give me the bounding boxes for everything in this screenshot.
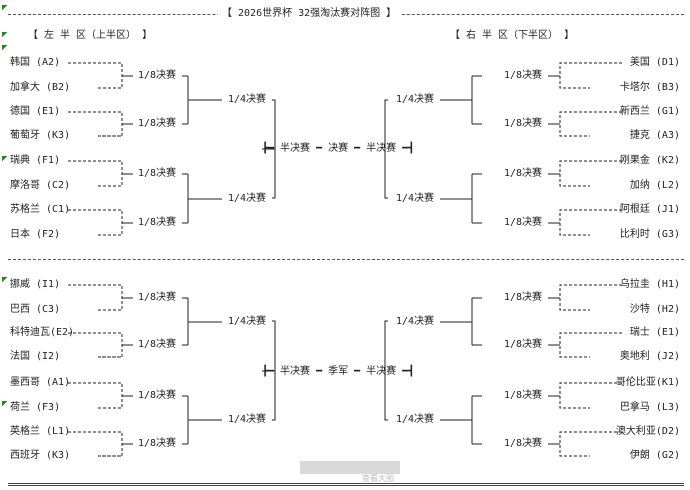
- team-name: 澳大利亚(D2): [615, 426, 680, 437]
- round-label-qf: 1/4决赛: [228, 193, 267, 204]
- team-name: 伊朗 (G2): [629, 450, 680, 461]
- team-name: 比利时 (G3): [619, 229, 680, 240]
- team-name: 乌拉圭 (H1): [619, 279, 680, 290]
- team-name: 卡塔尔 (B3): [619, 82, 680, 93]
- bracket-line: [559, 111, 622, 137]
- team-name: 西班牙 (K3): [10, 450, 71, 461]
- team-name: 奥地利 (J2): [619, 351, 680, 362]
- bracket-line: [559, 431, 622, 457]
- team-name: 加纳 (L2): [629, 180, 680, 191]
- bracket-line: [68, 111, 123, 137]
- round-label-r16: 1/8决赛: [138, 70, 177, 81]
- round-label-r16: 1/8决赛: [138, 438, 177, 449]
- bracket-line: [384, 320, 388, 421]
- team-name: 日本 (F2): [10, 229, 61, 240]
- team-name: 沙特 (H2): [629, 304, 680, 315]
- bracket-line: [559, 160, 622, 187]
- cell-marker: ◤: [2, 275, 8, 285]
- bracket-line: [559, 209, 622, 236]
- bottom-final-path: ┣━ 半决赛 ━ 季军 ━ 半决赛 ━┫: [262, 366, 415, 377]
- round-label-r16: 1/8决赛: [503, 217, 542, 228]
- round-label-qf: 1/4决赛: [395, 414, 434, 425]
- round-label-r16: 1/8决赛: [503, 438, 542, 449]
- round-label-r16: 1/8决赛: [503, 70, 542, 81]
- left-half-header: 【 左 半 区（上半区） 】: [28, 30, 153, 41]
- cell-marker: ◤: [2, 43, 8, 53]
- bracket-line: [68, 62, 123, 89]
- round-label-r16: 1/8决赛: [503, 168, 542, 179]
- team-name: 巴西 (C3): [10, 304, 61, 315]
- round-label-qf: 1/4决赛: [228, 414, 267, 425]
- page-title: 【 2026世界杯 32强淘汰赛对阵图 】: [218, 8, 401, 20]
- team-name: 法国 (I2): [10, 351, 61, 362]
- team-name: 捷克 (A3): [629, 130, 680, 141]
- team-name: 葡萄牙 (K3): [10, 130, 71, 141]
- team-name: 巴拿马 (L3): [619, 402, 680, 413]
- bracket-line: [68, 332, 123, 358]
- round-label-r16: 1/8决赛: [503, 390, 542, 401]
- right-half-header: 【 右 半 区（下半区） 】: [450, 30, 575, 41]
- bracket-line: [68, 160, 123, 187]
- team-name: 加拿大 (B2): [10, 82, 71, 93]
- round-label-r16: 1/8决赛: [503, 339, 542, 350]
- bracket-line: [68, 284, 123, 311]
- round-label-qf: 1/4决赛: [395, 94, 434, 105]
- round-label-r16: 1/8决赛: [503, 292, 542, 303]
- round-label-r16: 1/8决赛: [503, 118, 542, 129]
- bracket-line: [68, 382, 123, 409]
- round-label-r16: 1/8决赛: [138, 292, 177, 303]
- round-label-r16: 1/8决赛: [138, 168, 177, 179]
- round-label-qf: 1/4决赛: [395, 193, 434, 204]
- image-overlay: [300, 461, 400, 474]
- bracket-line: [384, 99, 388, 199]
- round-label-r16: 1/8决赛: [138, 217, 177, 228]
- team-name: 英格兰 (L1): [10, 426, 71, 437]
- team-name: 德国 (E1): [10, 106, 61, 117]
- team-name: 美国 (D1): [629, 57, 680, 68]
- team-name: 摩洛哥 (C2): [10, 180, 71, 191]
- bracket-line: [68, 431, 123, 457]
- bracket-line: [68, 209, 123, 236]
- top-final-path: ┣━ 半决赛 ━ 决赛 ━ 半决赛 ━┫: [262, 143, 415, 154]
- round-label-qf: 1/4决赛: [228, 316, 267, 327]
- team-name: 挪威 (I1): [10, 279, 61, 290]
- bracket-line: [559, 62, 622, 89]
- bracket-line: [559, 284, 622, 311]
- view-large-button[interactable]: 查看大图: [362, 474, 394, 483]
- round-label-qf: 1/4决赛: [228, 94, 267, 105]
- team-name: 瑞典 (F1): [10, 155, 61, 166]
- team-name: 哥伦比亚(K1): [615, 377, 680, 388]
- bottom-rule: [8, 483, 684, 486]
- cell-marker: ◤: [2, 3, 8, 13]
- cell-marker: ◤: [2, 30, 8, 40]
- round-label-qf: 1/4决赛: [395, 316, 434, 327]
- team-name: 刚果金 (K2): [619, 155, 680, 166]
- round-label-r16: 1/8决赛: [138, 390, 177, 401]
- cell-marker: ◤: [2, 399, 8, 409]
- round-label-r16: 1/8决赛: [138, 339, 177, 350]
- middle-rule: [8, 259, 684, 260]
- team-name: 科特迪瓦(E2): [10, 327, 75, 338]
- bracket-line: [559, 332, 622, 358]
- bracket-line: [559, 382, 622, 409]
- team-name: 墨西哥 (A1): [10, 377, 71, 388]
- team-name: 荷兰 (F3): [10, 402, 61, 413]
- round-label-r16: 1/8决赛: [138, 118, 177, 129]
- team-name: 韩国 (A2): [10, 57, 61, 68]
- team-name: 瑞士 (E1): [629, 327, 680, 338]
- team-name: 苏格兰 (C1): [10, 204, 71, 215]
- team-name: 新西兰 (G1): [619, 106, 680, 117]
- team-name: 阿根廷 (J1): [619, 204, 680, 215]
- cell-marker: ◤: [2, 154, 8, 164]
